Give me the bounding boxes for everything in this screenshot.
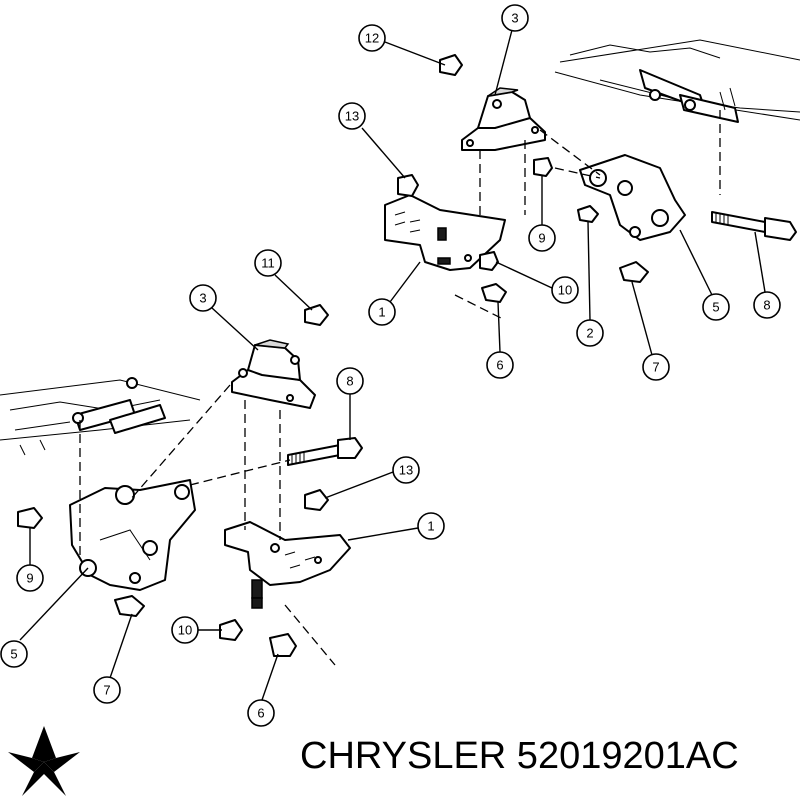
callout-7-upper: 7 xyxy=(631,281,670,381)
svg-text:1: 1 xyxy=(378,305,385,320)
callout-3-upper: 3 xyxy=(494,4,529,96)
bolt-2-upper xyxy=(577,205,599,223)
bolt-6-lower xyxy=(269,633,297,657)
svg-text:7: 7 xyxy=(652,360,659,375)
callout-10-lower: 10 xyxy=(171,616,222,644)
bolt-7-upper xyxy=(619,261,649,283)
alignment-lines-upper xyxy=(454,110,721,321)
callout-8-upper: 8 xyxy=(753,231,781,319)
callout-1-lower: 1 xyxy=(347,512,445,541)
callout-12-upper: 12 xyxy=(358,24,446,66)
callout-3-lower: 3 xyxy=(189,284,259,351)
svg-text:12: 12 xyxy=(365,31,379,46)
svg-text:1: 1 xyxy=(427,519,434,534)
nut-12-upper xyxy=(439,54,463,76)
callout-5-upper: 5 xyxy=(679,229,730,321)
chrysler-pentastar-logo xyxy=(8,726,80,796)
callout-labels: 12 3 13 9 10 1 6 xyxy=(0,4,781,727)
nut-9-upper xyxy=(533,157,553,177)
nut-10-upper xyxy=(479,251,499,271)
callout-11-lower: 11 xyxy=(254,249,313,311)
callout-5-lower: 5 xyxy=(0,567,89,668)
upper-right-assembly xyxy=(384,39,800,321)
nut-9-lower xyxy=(17,507,43,529)
callout-9-lower: 9 xyxy=(16,527,44,592)
svg-text:3: 3 xyxy=(511,11,518,26)
svg-text:8: 8 xyxy=(763,298,770,313)
engine-mount-insulator-upper xyxy=(461,87,546,151)
callout-10-upper: 10 xyxy=(495,261,579,304)
svg-text:6: 6 xyxy=(496,358,503,373)
nut-13-lower xyxy=(304,489,329,511)
callout-1-upper: 1 xyxy=(368,261,421,326)
callout-13-upper: 13 xyxy=(338,102,406,179)
callout-2-upper: 2 xyxy=(576,221,604,347)
callout-6-lower: 6 xyxy=(247,653,279,727)
nut-10-lower xyxy=(219,619,243,641)
svg-text:11: 11 xyxy=(261,256,275,271)
svg-text:8: 8 xyxy=(346,374,353,389)
callout-8-lower: 8 xyxy=(336,367,364,440)
callout-13-lower: 13 xyxy=(324,456,420,499)
bolt-7-lower xyxy=(114,595,145,617)
frame-rail-upper xyxy=(554,39,800,123)
svg-text:10: 10 xyxy=(178,623,192,638)
svg-text:10: 10 xyxy=(558,283,572,298)
engine-mount-insulator-lower xyxy=(231,339,316,409)
small-fasteners-lower xyxy=(17,304,329,657)
svg-text:7: 7 xyxy=(103,683,110,698)
part-number-caption: CHRYSLER 52019201AC xyxy=(300,735,739,777)
transmission-bracket-upper xyxy=(579,154,686,241)
svg-text:13: 13 xyxy=(399,463,413,478)
svg-text:13: 13 xyxy=(345,109,359,124)
svg-text:5: 5 xyxy=(10,647,17,662)
alignment-lines-lower xyxy=(79,384,336,666)
small-fasteners-upper xyxy=(397,54,649,303)
bolt-6-upper xyxy=(481,283,507,303)
callout-7-lower: 7 xyxy=(93,613,133,704)
callout-9-upper: 9 xyxy=(528,175,556,252)
svg-text:5: 5 xyxy=(712,300,719,315)
svg-text:3: 3 xyxy=(199,291,206,306)
through-bolt-lower xyxy=(287,437,363,466)
callout-6-upper: 6 xyxy=(486,301,514,379)
svg-text:6: 6 xyxy=(257,706,264,721)
lower-left-assembly xyxy=(0,304,363,666)
through-bolt-upper xyxy=(711,211,797,241)
svg-text:2: 2 xyxy=(586,326,593,341)
bolt-11-lower xyxy=(304,304,329,326)
mount-bracket-lower xyxy=(224,521,351,609)
nut-13-upper xyxy=(397,174,419,197)
frame-rail-lower xyxy=(0,377,201,456)
svg-text:9: 9 xyxy=(26,571,33,586)
svg-text:9: 9 xyxy=(538,231,545,246)
